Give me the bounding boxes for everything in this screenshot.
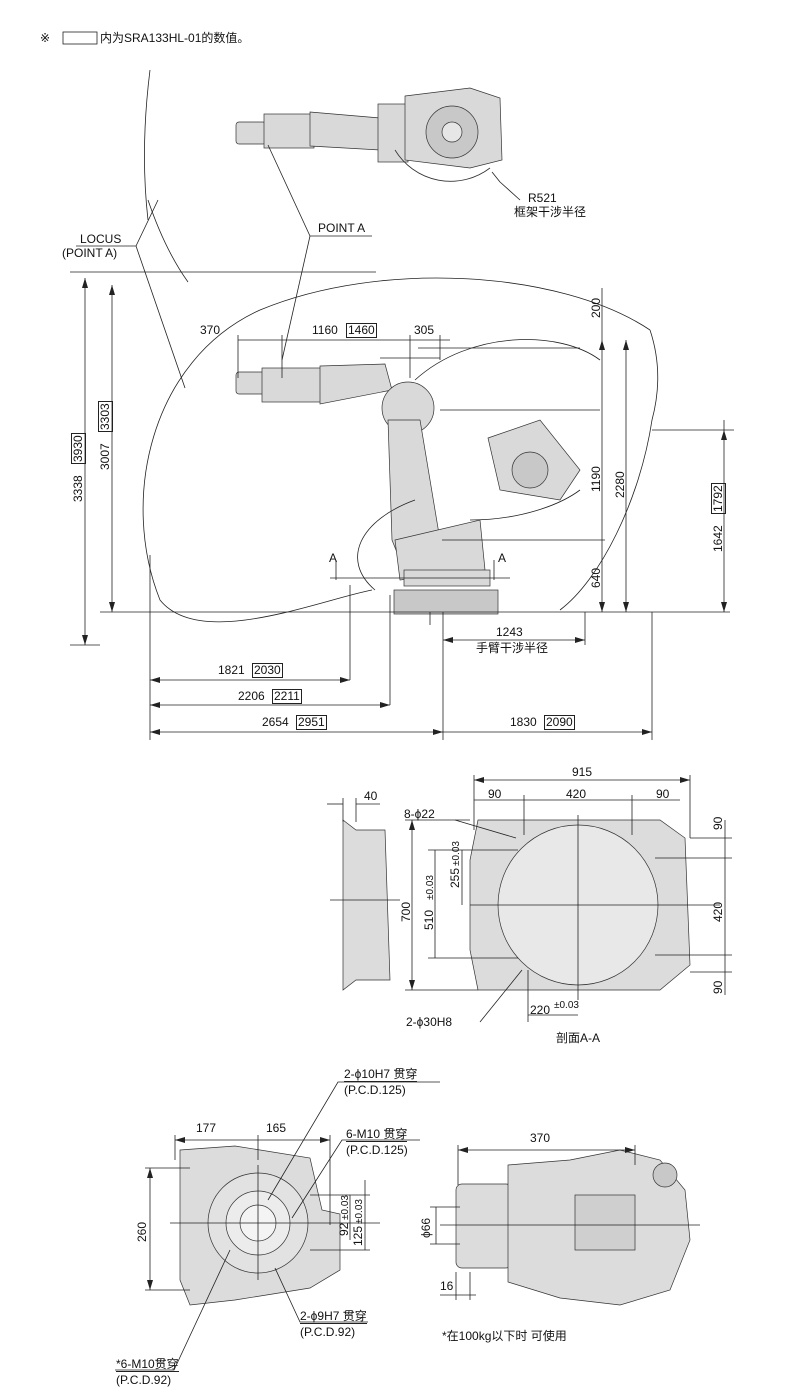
dim-220: 220 — [530, 1003, 551, 1017]
wrist-front-view — [179, 1145, 341, 1306]
holes-2-phi10h7-pcd: (P.C.D.125) — [344, 1083, 406, 1097]
holes-8-phi22: 8-ϕ22 — [404, 807, 435, 821]
dim-2206: 2206 — [238, 689, 265, 703]
dim-177: 177 — [196, 1121, 217, 1135]
point-a-label: POINT A — [318, 221, 366, 235]
note-mark: ※ — [40, 31, 51, 45]
dim-1830: 1830 — [510, 715, 537, 729]
dim-92: 92 — [337, 1222, 351, 1236]
dim-3930: 3930 — [71, 433, 86, 464]
reach-envelope — [142, 277, 651, 623]
arm-interference-label: 手臂干涉半径 — [476, 641, 549, 655]
dim-165: 165 — [266, 1121, 287, 1135]
dim-370: 370 — [200, 323, 221, 337]
dim-1821: 1821 — [218, 663, 245, 677]
dim-420-right: 420 — [711, 901, 725, 922]
dim-125-tol: ±0.03 — [354, 1199, 365, 1224]
dim-700: 700 — [399, 901, 413, 922]
locus-point-label: (POINT A) — [62, 246, 118, 260]
dim-1190: 1190 — [589, 466, 603, 492]
dim-200: 200 — [589, 297, 603, 318]
dim-90-right: 90 — [656, 787, 670, 801]
dim-510-tol: ±0.03 — [425, 875, 436, 900]
dim-2280: 2280 — [613, 471, 627, 498]
dim-40: 40 — [364, 789, 378, 803]
dim-255: 255 — [448, 867, 462, 888]
dim-90-right-top: 90 — [711, 816, 725, 830]
dim-2654: 2654 — [262, 715, 289, 729]
dim-260: 260 — [135, 1221, 149, 1242]
dim-2211: 2211 — [272, 689, 302, 704]
section-a-a-label: 剖面A-A — [556, 1031, 601, 1045]
dim-90-right-bottom: 90 — [711, 980, 725, 994]
dim-125: 125 — [351, 1225, 365, 1246]
dim-2090: 2090 — [544, 715, 575, 730]
dim-1243: 1243 — [496, 625, 523, 639]
dim-370-wrist: 370 — [530, 1131, 551, 1145]
locus-arc-top — [144, 69, 151, 221]
dim-915: 915 — [572, 765, 593, 779]
dim-255-tol: ±0.03 — [451, 841, 462, 866]
frame-interference-label: 框架干涉半径 — [514, 205, 587, 219]
dim-1642: 1642 — [711, 525, 725, 552]
dim-1160: 1160 — [312, 323, 338, 337]
dim-3338: 3338 — [71, 475, 85, 502]
holes-6-m10-star: *6-M10贯穿 — [116, 1357, 179, 1372]
dim-305: 305 — [414, 323, 435, 337]
holes-2-phi30h8: 2-ϕ30H8 — [406, 1015, 453, 1029]
holes-2-phi9h7-pcd: (P.C.D.92) — [300, 1325, 356, 1339]
dim-510: 510 — [422, 909, 436, 930]
dim-16: 16 — [440, 1279, 454, 1293]
dim-90-left: 90 — [488, 787, 502, 801]
wrist-side-view — [455, 1149, 691, 1306]
locus-label: LOCUS — [80, 232, 122, 246]
section-mark-right: A — [498, 551, 507, 565]
holes-6-m10-star-pcd: (P.C.D.92) — [116, 1373, 172, 1387]
dim-640: 640 — [589, 567, 603, 588]
payload-note: *在100kg以下时 可使用 — [442, 1329, 567, 1343]
holes-2-phi10h7: 2-ϕ10H7 贯穿 — [344, 1067, 418, 1082]
holes-2-phi9h7: 2-ϕ9H7 贯穿 — [300, 1309, 367, 1324]
note-legend-box — [62, 31, 98, 45]
holes-6-m10: 6-M10 贯穿 — [346, 1127, 408, 1142]
dim-220-tol: ±0.03 — [554, 1000, 579, 1011]
dim-2951: 2951 — [296, 715, 327, 730]
dim-1460: 1460 — [346, 323, 377, 338]
dim-3007: 3007 — [98, 443, 112, 470]
dim-phi66: ϕ66 — [419, 1217, 433, 1238]
dim-3303: 3303 — [98, 401, 113, 432]
dim-2030: 2030 — [252, 663, 283, 678]
holes-6-m10-pcd: (P.C.D.125) — [346, 1143, 408, 1157]
dim-420-top: 420 — [566, 787, 587, 801]
dim-1792: 1792 — [711, 483, 726, 514]
section-mark-left: A — [329, 551, 338, 565]
dim-92-tol: ±0.03 — [340, 1195, 351, 1220]
note-text: 内为SRA133HL-01的数值。 — [100, 31, 250, 45]
r521-label: R521 — [528, 191, 557, 205]
robot-side-view — [235, 363, 581, 615]
robot-top-view — [235, 87, 503, 169]
